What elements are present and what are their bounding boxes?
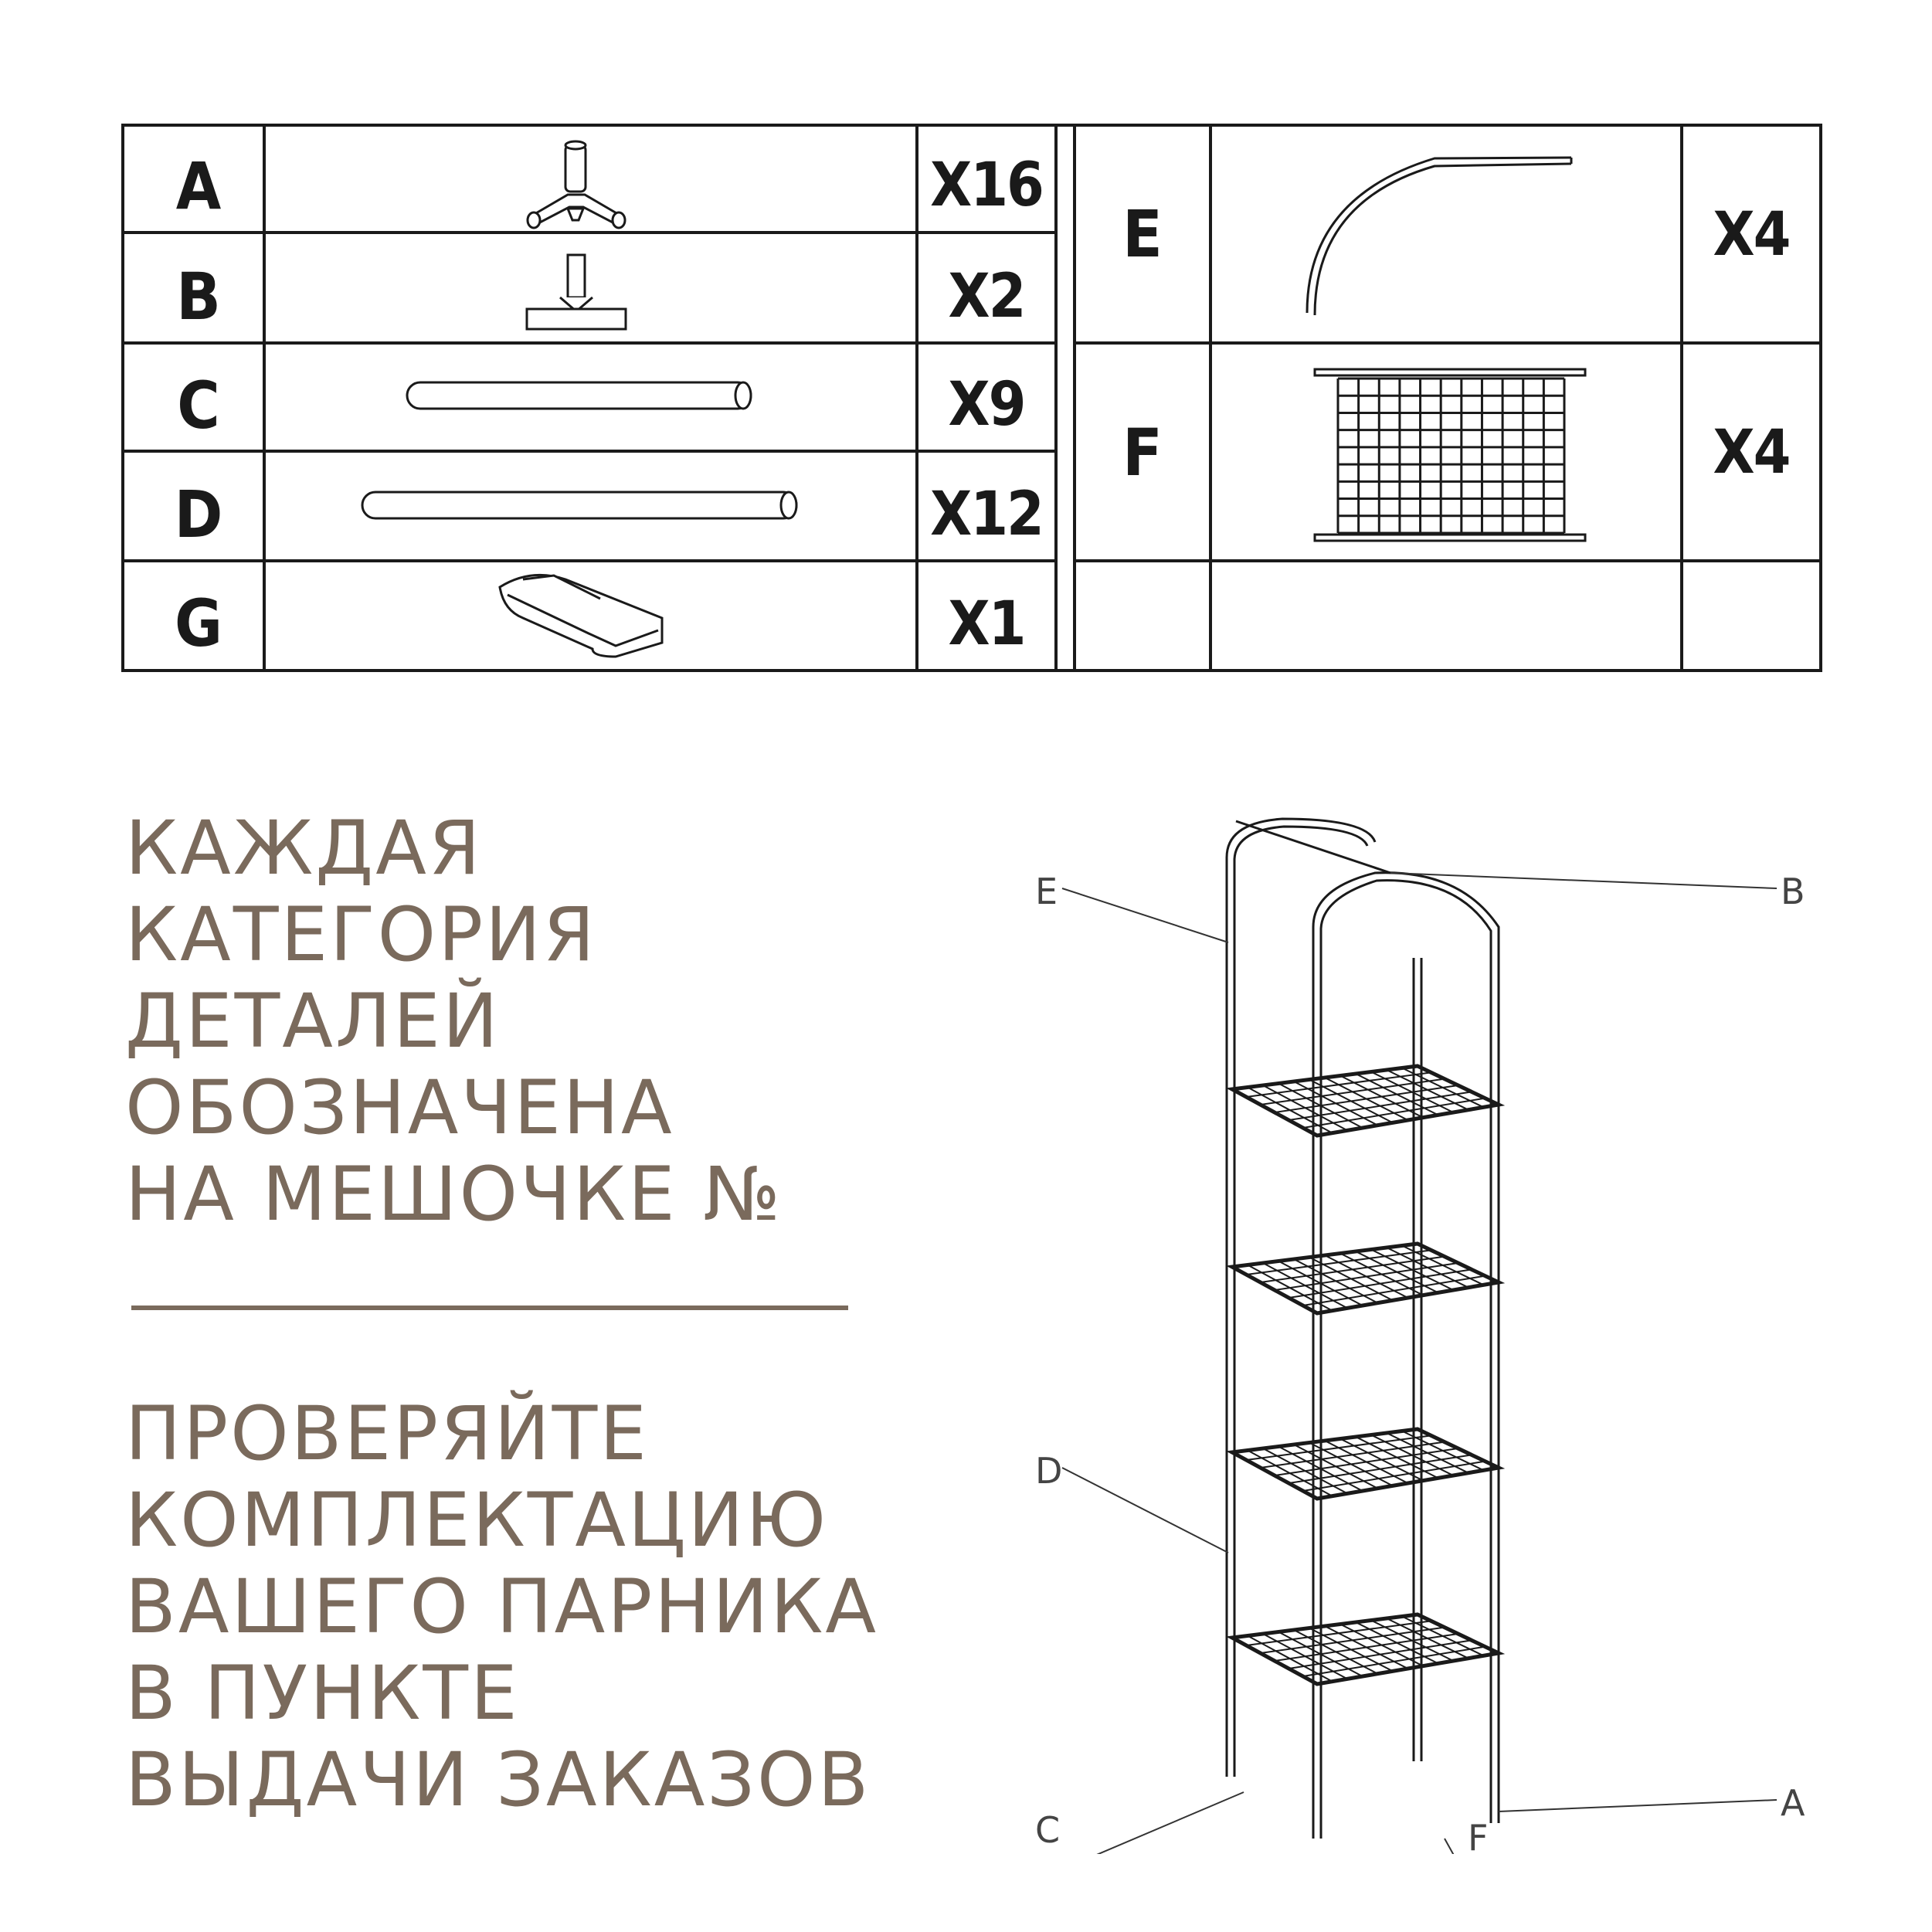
callout-f: F [1468,1817,1488,1854]
part-qty-g: X1 [949,589,1025,659]
assembly-diagram: E B D A C F [1035,817,1805,1854]
message-line: ВАШЕГО ПАРНИКА [125,1564,879,1650]
message-line: ОБОЗНАЧЕНА [125,1064,674,1151]
part-letter-b: B [176,259,221,334]
callout-d: D [1035,1450,1062,1492]
part-qty-b: X2 [949,262,1025,331]
t-connector-icon [525,253,627,331]
part-qty-e: X4 [1713,200,1790,270]
three-way-connector-icon [526,140,626,229]
part-letter-g: G [175,586,222,661]
part-letter-a: A [176,148,222,224]
callout-e: E [1035,871,1058,912]
arch-tube-icon [1306,156,1573,316]
message-line: КАЖДАЯ [125,805,483,891]
parts-table: A B C D G X16 X2 X9 X12 X1 E F X4 X4 [121,124,1822,672]
message-categories: КАЖДАЯ КАТЕГОРИЯ ДЕТАЛЕЙ ОБОЗНАЧЕНА НА М… [125,805,1052,1238]
callout-b: B [1781,871,1805,912]
part-letter-c: C [177,368,219,443]
part-qty-d: X12 [930,480,1043,549]
long-tube-icon [361,491,798,520]
short-tube-icon [406,381,752,410]
cover-bag-icon [498,573,664,658]
message-check-kit: ПРОВЕРЯЙТЕ КОМПЛЕКТАЦИЮ ВАШЕГО ПАРНИКА В… [125,1390,1052,1823]
message-line: ПРОВЕРЯЙТЕ [125,1390,649,1477]
part-letter-d: D [175,477,223,552]
divider [131,1306,848,1310]
callout-c: C [1035,1809,1060,1851]
message-line: КАТЕГОРИЯ [125,891,597,978]
wire-shelf-icon [1313,368,1587,542]
part-qty-f: X4 [1713,418,1790,487]
message-line: НА МЕШОЧКЕ № [125,1151,783,1238]
part-qty-c: X9 [949,370,1025,440]
callout-a: A [1781,1782,1805,1824]
part-qty-a: X16 [930,151,1043,220]
part-letter-f: F [1122,415,1163,491]
message-line: КОМПЛЕКТАЦИЮ [125,1477,829,1564]
message-line: ДЕТАЛЕЙ [125,978,501,1064]
message-line: В ПУНКТЕ [125,1650,520,1737]
part-letter-e: E [1122,196,1163,272]
message-line: ВЫДАЧИ ЗАКАЗОВ [125,1737,871,1823]
